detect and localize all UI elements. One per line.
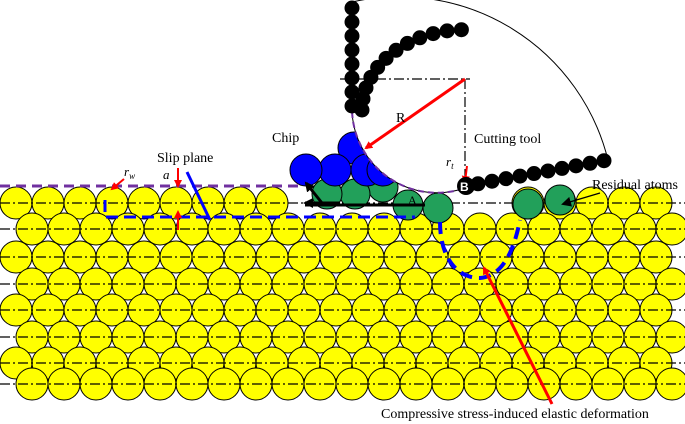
residual-atom xyxy=(422,192,454,224)
tool-atom xyxy=(526,166,542,182)
tool-atom xyxy=(596,153,612,169)
residual-atoms-pointer xyxy=(561,192,601,207)
elastic-deformation-pointer xyxy=(482,266,554,405)
slip-plane-label: Slip plane xyxy=(157,151,213,166)
tool-atom xyxy=(344,28,360,44)
tool-atom xyxy=(484,173,500,189)
chip-atom xyxy=(289,153,323,187)
tool-atom xyxy=(412,30,428,46)
tool-edge-radius-label: rt xyxy=(446,154,454,171)
workpiece-radius-label: rw xyxy=(124,164,135,181)
tool-atom xyxy=(378,50,394,66)
residual-atom xyxy=(512,188,544,220)
tool-atom xyxy=(568,158,584,174)
point-a-label: A xyxy=(408,193,417,207)
tool-atom xyxy=(439,23,455,39)
tool-atom xyxy=(498,171,514,187)
elastic-deformation-boundary xyxy=(438,219,522,281)
elastic-deformation-label: Compressive stress-induced elastic defor… xyxy=(381,407,649,422)
residual-atoms-label: Residual atoms xyxy=(592,178,678,193)
tool-atom xyxy=(453,22,469,38)
workpiece-atoms xyxy=(0,186,685,401)
radius-arrow xyxy=(364,77,466,150)
tool-atom xyxy=(399,35,415,51)
tool-atom xyxy=(344,0,360,16)
radius-label: R xyxy=(396,111,406,126)
slip-plane-line xyxy=(103,200,415,219)
residual-atom xyxy=(544,184,576,216)
tool-atom xyxy=(582,155,598,171)
tool-atom xyxy=(344,56,360,72)
tool-atoms xyxy=(344,0,612,192)
slip-plane-pointer xyxy=(185,171,212,221)
tool-atom xyxy=(512,168,528,184)
lattice-constant-label: a xyxy=(163,167,170,182)
tool-atom xyxy=(425,26,441,42)
point-b-marker xyxy=(457,177,475,195)
cutting-tool xyxy=(344,0,612,194)
cutting-tool-label: Cutting tool xyxy=(474,132,541,147)
point-b-label: B xyxy=(460,180,469,194)
chip-label: Chip xyxy=(272,131,299,146)
tool-atom xyxy=(388,42,404,58)
tool-atom xyxy=(344,14,360,30)
tool-atom xyxy=(554,160,570,176)
chip-atom xyxy=(318,153,352,187)
workpiece-radius-arrow xyxy=(110,178,125,191)
tool-atom xyxy=(344,42,360,58)
tool-atom xyxy=(540,163,556,179)
tool-atom xyxy=(344,70,360,86)
chip-flow-arrow-vertical xyxy=(304,181,324,204)
